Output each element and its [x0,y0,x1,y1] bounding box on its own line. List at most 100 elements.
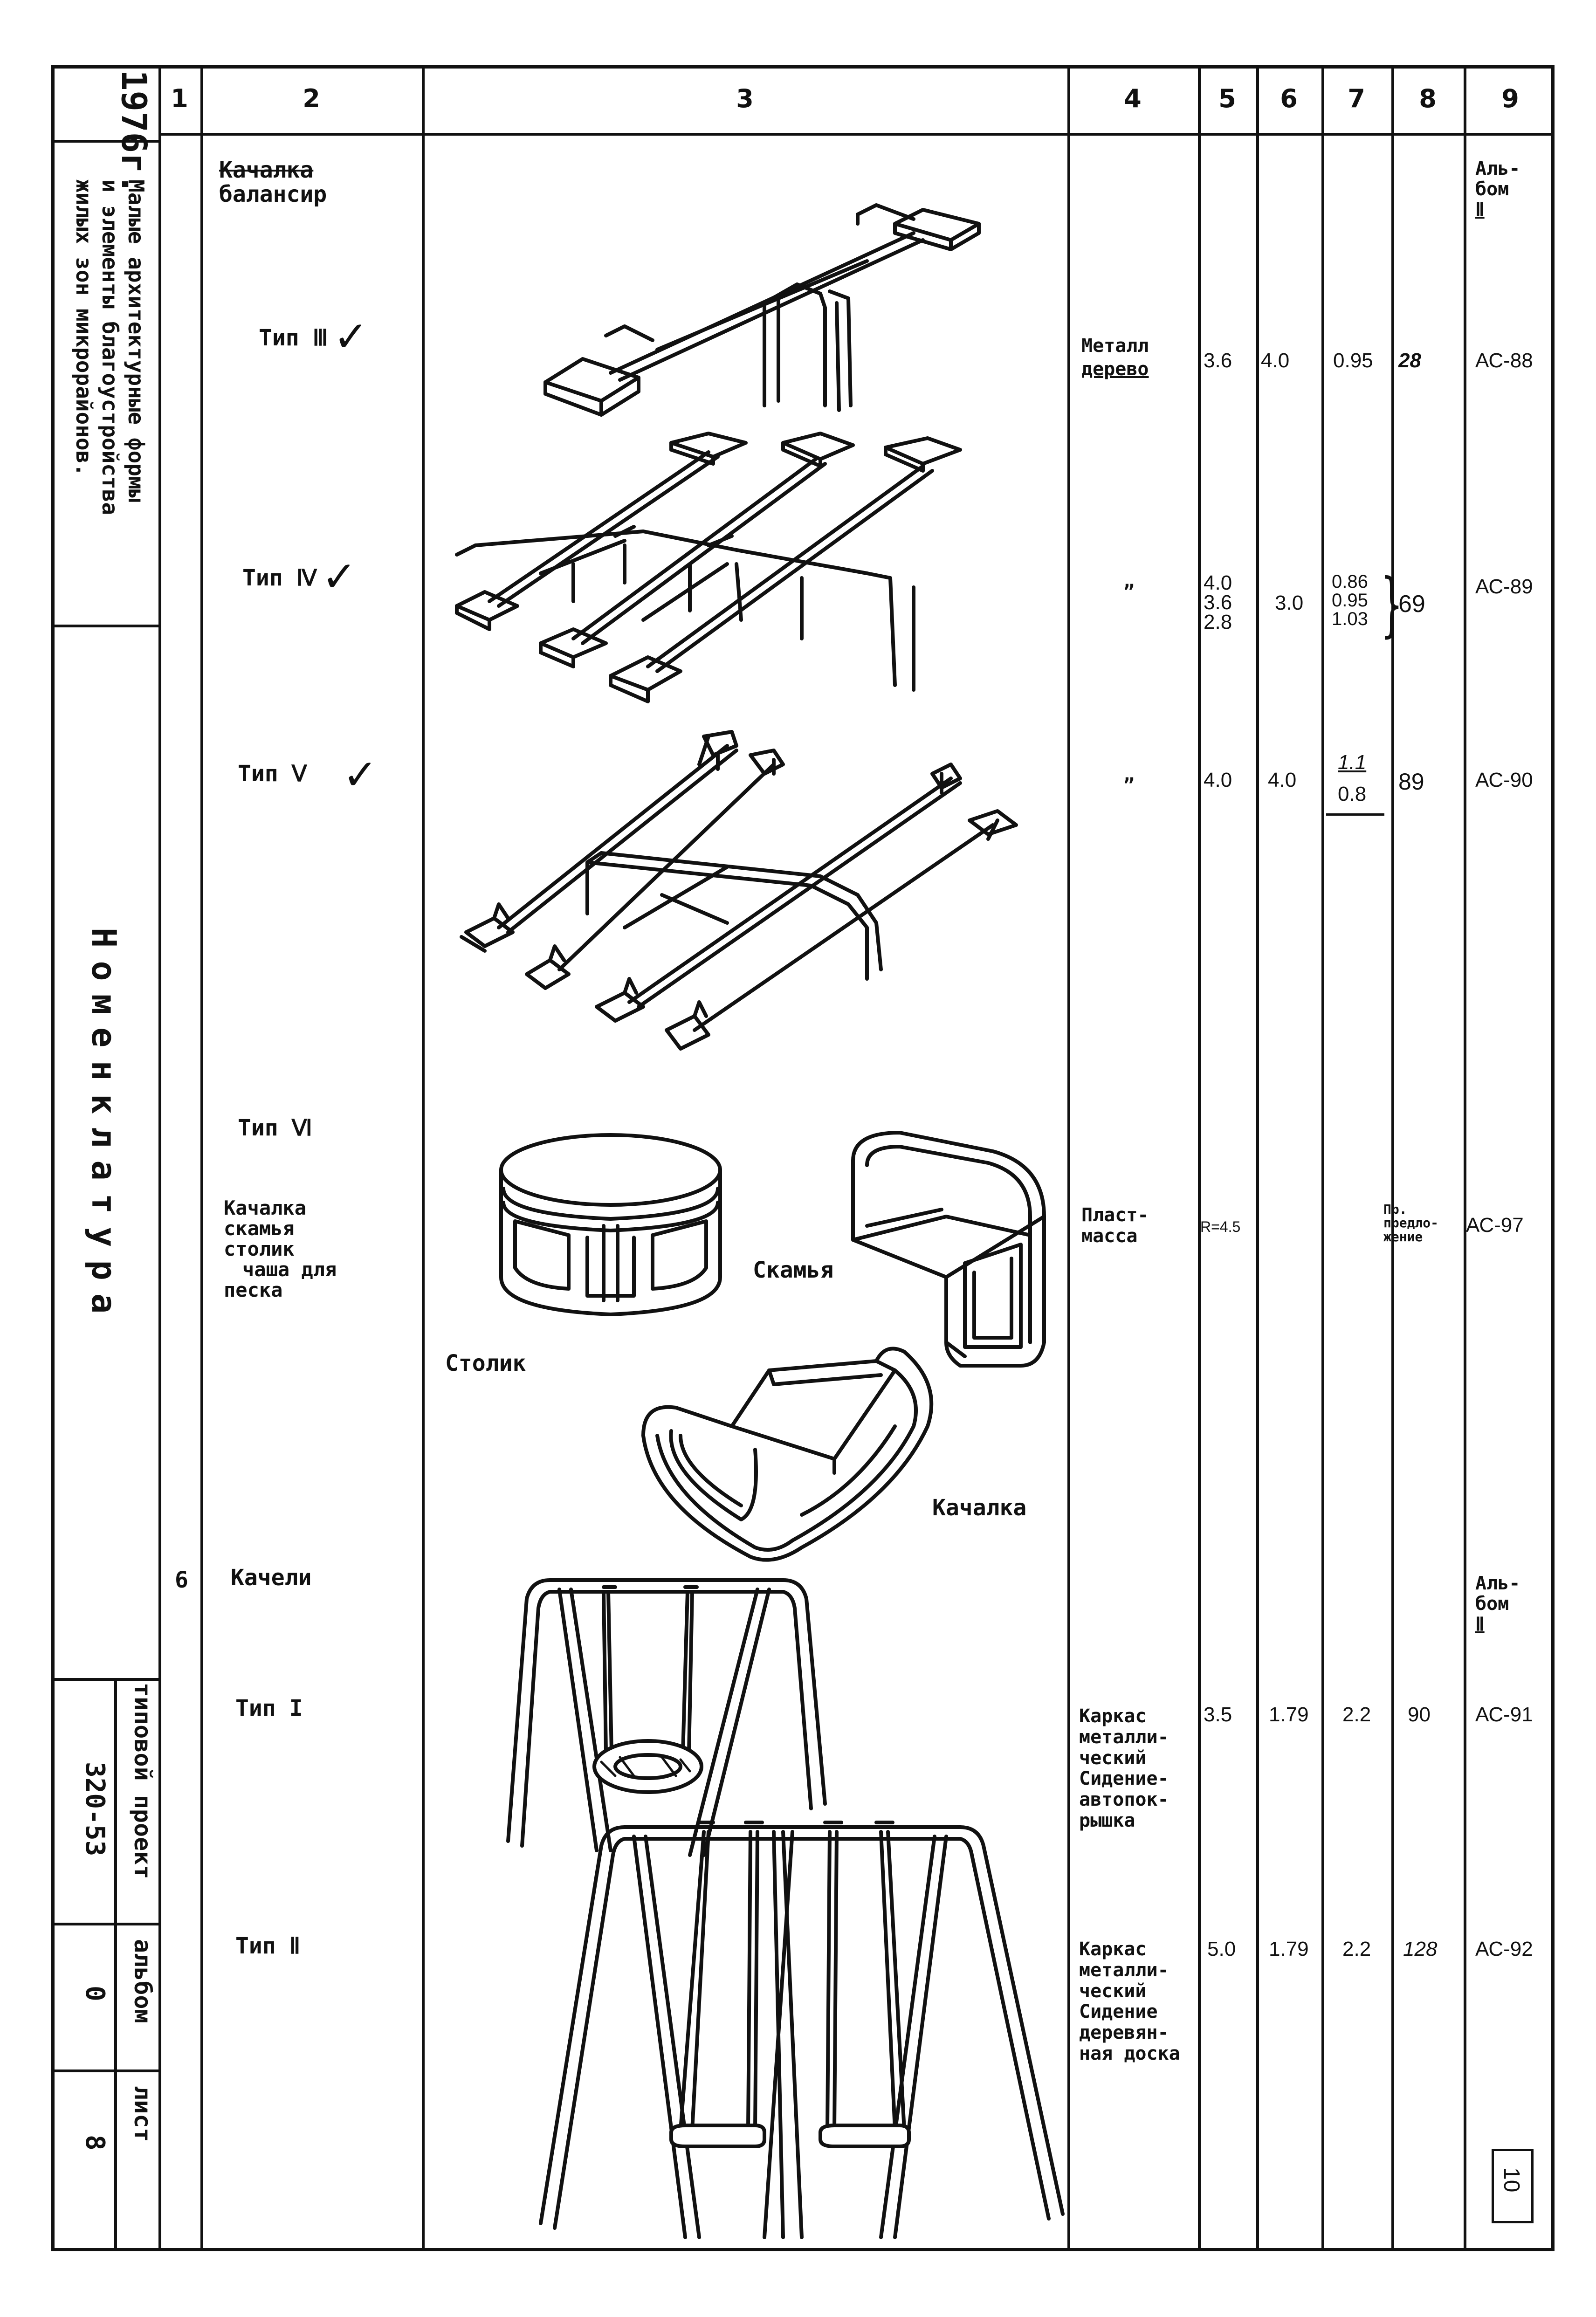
material-line: ческий [1079,1747,1147,1769]
group-title: балансир [219,181,327,207]
grid-line [1198,65,1201,2251]
group-number: 6 [175,1567,188,1593]
item-name: столик [224,1238,295,1261]
column-number: 6 [1280,84,1298,113]
sidebar-title: Малые архитектурные формы и элементы бла… [71,179,149,515]
grid-line [1321,65,1324,2251]
material-line: Каркас [1079,1705,1147,1727]
type-label: Тип Ⅲ [259,325,328,351]
sheet-label: лист [129,2086,156,2142]
check-mark: ✓ [333,312,369,361]
cell-c8-line: Пр. [1383,1202,1407,1217]
column-number: 3 [736,84,754,113]
material: Пласт- масса [1081,1205,1149,1247]
cell-c6: 4.0 [1261,349,1290,372]
cell-c7-line: 1.03 [1332,609,1368,629]
material-line: деревян- [1079,2022,1169,2044]
cell-c9: АС-90 [1475,769,1533,791]
grid-line [200,65,203,2251]
cell-c8-line: жение [1383,1229,1423,1244]
swing-type2-drawing [539,1821,1065,2239]
sidebar-title-line: Малые архитектурные формы [124,179,149,502]
sidebar-title-line: и элементы благоустройства [97,179,123,516]
item-name: песка [224,1279,283,1302]
material: Металл [1081,335,1149,357]
grid-line [1067,65,1070,2251]
material-line: Каркас [1079,1939,1147,1960]
label-rocker: Качалка [932,1495,1027,1521]
sidebar-divider [51,625,158,627]
album-note-line: бом [1475,179,1509,200]
album-note-line: Аль- [1475,1573,1520,1594]
cell-c7-top: 1.1 [1338,751,1367,774]
grid-line [158,65,161,2251]
material-line: Пласт- [1081,1204,1149,1226]
cell-c5: 3.5 [1204,1703,1232,1726]
cell-c7: 2.2 [1342,1938,1371,1960]
type-label: Тип Ⅵ [238,1115,312,1141]
cell-c9: АС-97 [1466,1214,1524,1237]
cell-c8: 69 [1398,591,1425,618]
cell-underline [1326,813,1384,816]
cell-c9: АС-89 [1475,575,1533,598]
column-number: 2 [303,84,320,113]
cell-c8: 90 [1408,1703,1431,1726]
sidebar-divider [51,1678,158,1681]
column-number: 7 [1348,84,1365,113]
page-number-box [1492,2149,1534,2223]
table-drawing [499,1133,722,1316]
grid-line [1256,65,1259,2251]
material: Каркас металли- ческий Сидение деревян- … [1079,1939,1180,2064]
cell-c6: 1.79 [1269,1938,1309,1960]
year: 1976г. [114,70,154,195]
sidebar-title-line: жилых зон микрорайонов. [71,179,96,476]
grid-line [1391,65,1394,2251]
cell-c6: 4.0 [1268,769,1297,791]
material-line: автопок- [1079,1789,1169,1811]
sidebar-divider [114,1678,117,2251]
cell-c8: Пр. предло- жение [1383,1203,1438,1244]
cell-c8: 89 [1398,769,1424,795]
cell-c5: R=4.5 [1200,1218,1241,1235]
album-note-line: Ⅱ [1475,199,1485,220]
sidebar-divider [51,2069,158,2072]
swing-type1-drawing [506,1578,827,1857]
type-label: Тип Ⅳ [242,565,317,591]
material-line: рышка [1079,1809,1135,1831]
cell-c9: АС-91 [1475,1703,1533,1726]
brace: } [1380,564,1403,645]
project-label: типовой проект [129,1683,156,1879]
check-mark: ✓ [343,750,378,799]
cell-c7-line: 0.95 [1332,590,1368,611]
cell-c9: АС-88 [1475,349,1533,372]
item-name: скамья [224,1217,295,1240]
item-names: Качалка скамья столик чаша для песка [224,1197,337,1302]
album-label: альбом [129,1939,156,2023]
grid-line [1464,65,1466,2251]
material: дерево [1081,358,1149,380]
album-value: 0 [80,1986,110,2001]
material: Каркас металли- ческий Сидение- автопок-… [1079,1706,1169,1831]
cell-c7: 0.95 [1333,349,1373,372]
grid-line [422,65,425,2251]
cell-c5: 3.6 [1204,349,1232,372]
type-label: Тип Ⅴ [238,761,307,787]
cell-c6: 3.0 [1275,591,1304,614]
cell-c6: 1.79 [1269,1703,1309,1726]
column-number: 1 [171,84,188,113]
type-label: Тип Ⅱ [235,1933,301,1959]
label-table: Столик [445,1350,526,1376]
album-note-line: Ⅱ [1475,1614,1485,1635]
material-line: Сидение [1079,2001,1158,2023]
group-title: Качели [231,1565,312,1591]
material-line: ческий [1079,1980,1147,2002]
bench-drawing [851,1131,1046,1368]
cell-c7: 0.86 0.95 1.03 [1332,572,1368,628]
material-line: металли- [1079,1959,1169,1981]
cell-c5: 5.0 [1207,1938,1236,1960]
cell-c5: 4.0 [1204,769,1232,791]
cell-c5-line: 2.8 [1204,611,1232,633]
album-note: Аль- бом Ⅱ [1475,1573,1520,1635]
sidebar-divider [51,140,158,143]
sidebar-divider [51,1923,158,1925]
